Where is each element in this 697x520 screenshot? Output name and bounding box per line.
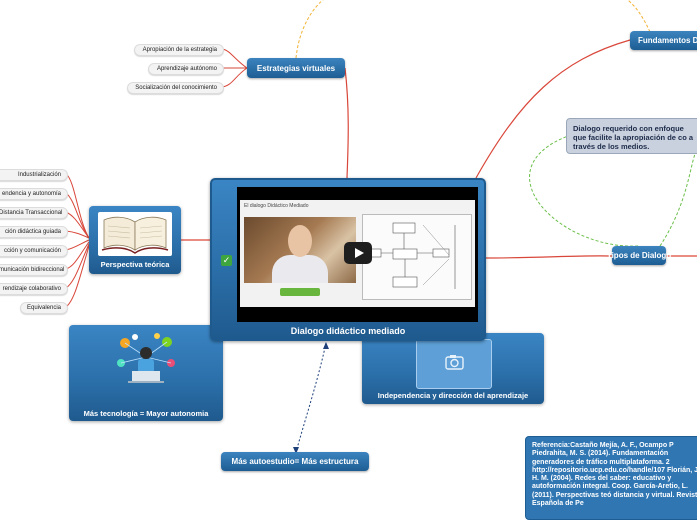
leaf-equivalencia[interactable]: Equivalencia [20,302,68,314]
node-mas-tecnologia[interactable]: Más tecnología = Mayor autonomia [69,325,223,421]
link-central-autoestudio [295,342,327,453]
node-perspectiva-teorica[interactable]: Perspectiva teórica [89,206,181,274]
presenter-image [244,217,356,283]
camera-placeholder [416,339,492,389]
leaf-comunicacion-bidireccional[interactable]: municación bidireccional [0,264,68,276]
leaf-aprendizaje-autonomo[interactable]: Aprendizaje autónomo [148,63,224,75]
leaf-independencia[interactable]: endencia y autonomía [0,188,68,200]
leaf-industrializacion[interactable]: Industrialización [0,169,68,181]
link-central-fundamentos [475,39,631,179]
central-title: Dialogo didáctico mediado [290,326,406,336]
leaf-aprendizaje-colaborativo[interactable]: rendizaje colaborativo [0,283,68,295]
play-icon[interactable] [344,242,372,264]
link-estrategias-orange [295,0,324,59]
leaf-interaccion-comunicacion[interactable]: cción y comunicación [0,245,68,257]
node-tipos-dialogo[interactable]: Tipos de Dialogo [607,246,671,265]
node-independencia[interactable]: Independencia y dirección del aprendizaj… [362,333,544,404]
dialogo-requerido-box[interactable]: Dialogo requerido con enfoque que facili… [566,118,697,154]
node-mas-autoestudio[interactable]: Más autoestudio= Más estructura [221,452,369,471]
link-estrategias-central [344,67,349,179]
node-label: Más tecnología = Mayor autonomia [83,409,209,418]
slide-diagram [362,214,472,300]
node-fundamentos[interactable]: Fundamentos D [630,31,697,50]
node-label: Más autoestudio= Más estructura [231,457,359,466]
node-estrategias-virtuales[interactable]: Estrategias virtuales [247,58,345,78]
leaf-distancia-transaccional[interactable]: Distancia Transaccional [0,207,68,219]
node-label: Perspectiva teórica [100,260,170,269]
slide-green-button [280,288,320,296]
leaf-apropiacion[interactable]: Apropiación de la estrategia [134,44,224,56]
node-label: Tipos de Dialogo [606,251,672,260]
node-label: Fundamentos D [638,36,697,45]
link-central-tipos [485,255,613,259]
slide-title: El dialogo Didáctico Mediado [244,203,309,209]
people-network-icon [115,333,177,387]
check-icon[interactable]: ✓ [221,255,232,266]
video-player[interactable]: El dialogo Didáctico Mediado [237,187,478,322]
camera-icon [445,355,464,370]
node-label: Estrategias virtuales [256,63,336,73]
node-label: Independencia y dirección del aprendizaj… [377,391,529,400]
leaf-conversacion-didactica[interactable]: ción didáctica guiada [0,226,68,238]
open-book-icon [98,212,172,256]
central-node[interactable]: El dialogo Didáctico Mediado [210,178,486,341]
references-box[interactable]: Referencia:Castaño Mejía, A. F., Ocampo … [525,436,697,520]
leaf-socializacion[interactable]: Socialización del conocimiento [127,82,224,94]
